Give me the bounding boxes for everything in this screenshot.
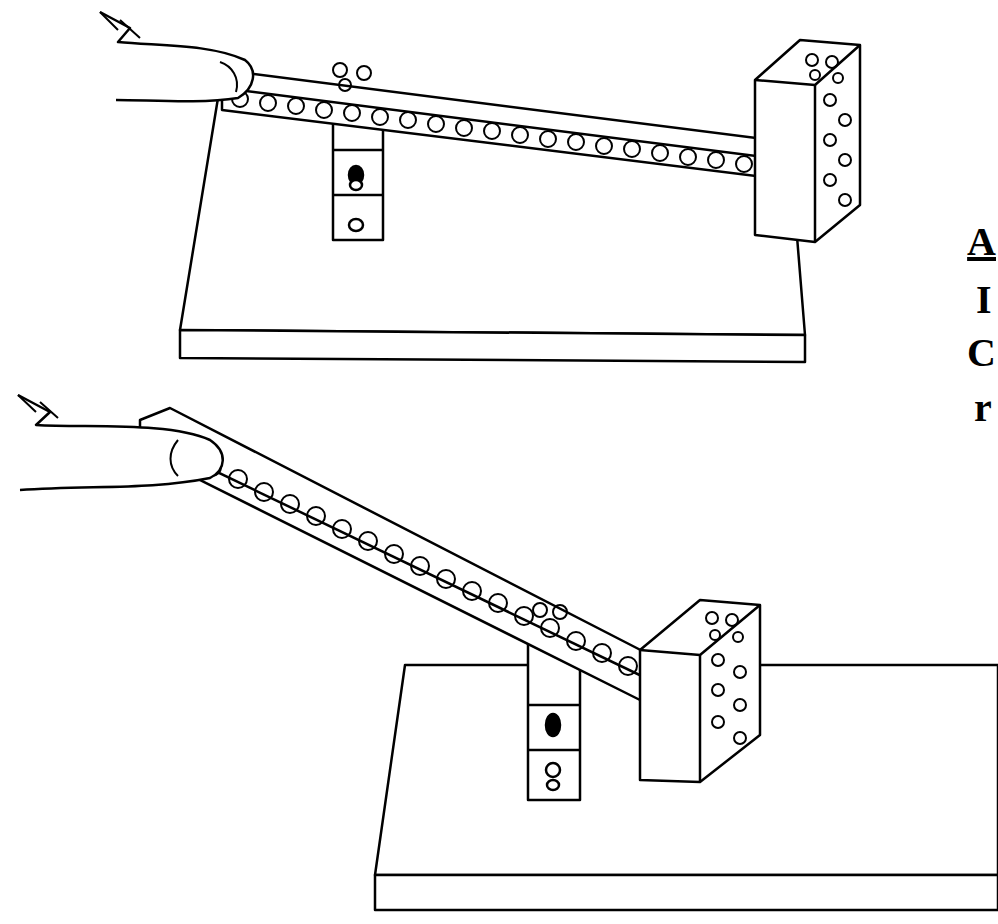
cropped-letter: C (967, 333, 996, 373)
base-plate-edge (180, 330, 805, 362)
top-lever (100, 12, 860, 362)
cropped-letter: r (974, 388, 992, 428)
beam-studs (232, 63, 752, 172)
pressing-finger (18, 395, 223, 490)
beam-studs (151, 434, 637, 675)
base-plate-edge (375, 875, 998, 910)
weight-block (755, 40, 860, 242)
bottom-lever (18, 395, 998, 910)
cropped-letter: I (976, 280, 992, 320)
pressing-finger (100, 12, 253, 101)
weight-block (640, 600, 760, 782)
cropped-letter: A (967, 222, 996, 262)
lever-beam (222, 70, 772, 178)
